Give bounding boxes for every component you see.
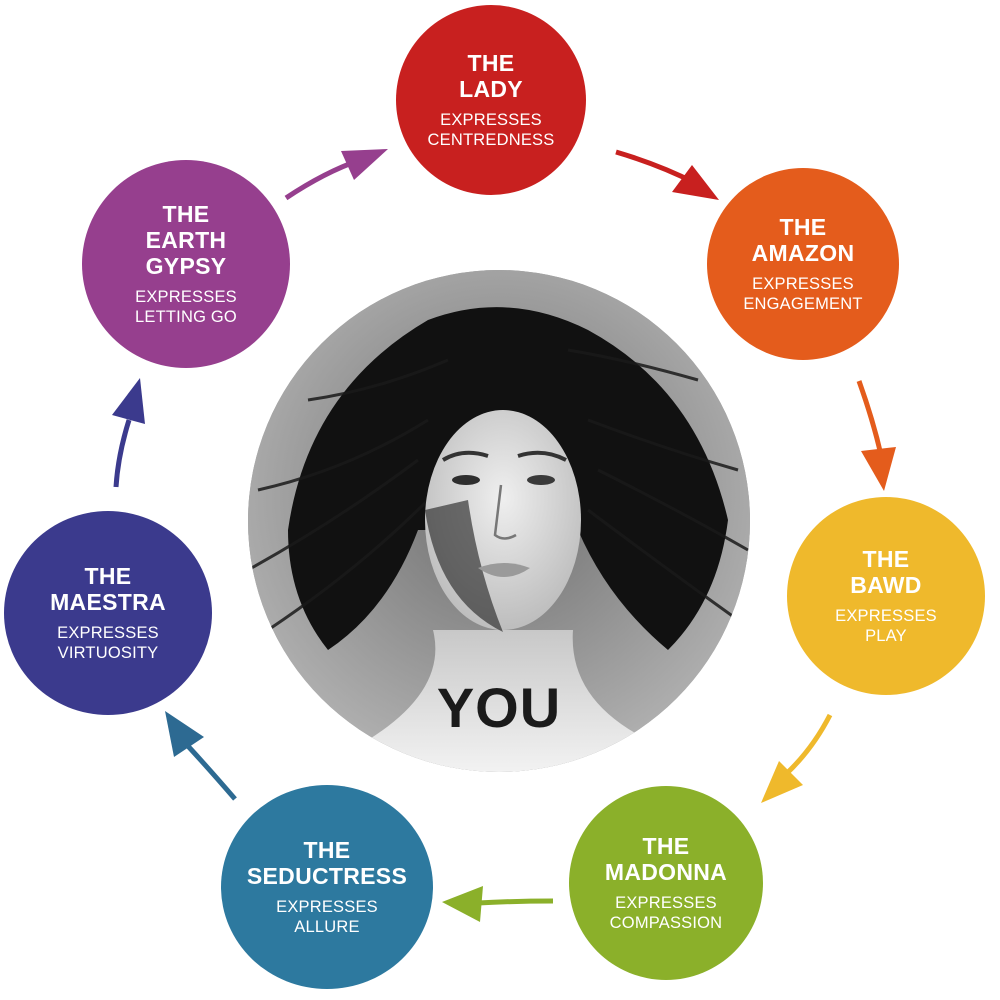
archetype-node-madonna: THE MADONNA EXPRESSES COMPASSION — [569, 786, 763, 980]
you-portrait: YOU — [248, 270, 750, 772]
description-verb: EXPRESSES — [835, 607, 937, 625]
description-quality: ALLURE — [294, 918, 360, 936]
title-line: BAWD — [850, 572, 922, 598]
description-quality: PLAY — [865, 627, 907, 645]
archetype-description: EXPRESSES PLAY — [835, 606, 937, 646]
title-line: MADONNA — [604, 859, 728, 885]
description-verb: EXPRESSES — [752, 275, 854, 293]
archetype-description: EXPRESSES VIRTUOSITY — [57, 623, 159, 663]
description-quality: CENTREDNESS — [427, 131, 555, 149]
arrow-madonna-to-seductress — [442, 886, 554, 922]
title-line: SEDUCTRESS — [246, 863, 408, 889]
archetype-node-lady: THE LADY EXPRESSES CENTREDNESS — [396, 5, 586, 195]
arrow-lady-to-amazon — [615, 149, 719, 200]
archetype-description: EXPRESSES ALLURE — [276, 897, 378, 937]
description-verb: EXPRESSES — [615, 894, 717, 912]
title-line: THE — [303, 837, 351, 863]
description-verb: EXPRESSES — [57, 624, 159, 642]
archetype-description: EXPRESSES COMPASSION — [610, 893, 723, 933]
description-verb: EXPRESSES — [276, 898, 378, 916]
title-line: THE — [467, 50, 515, 76]
arrow-bawd-to-madonna — [761, 713, 833, 803]
archetype-title: THE SEDUCTRESS — [247, 837, 407, 889]
description-verb: EXPRESSES — [135, 288, 237, 306]
archetype-title: THE MADONNA — [605, 833, 727, 885]
you-label: YOU — [436, 676, 562, 739]
description-verb: EXPRESSES — [440, 111, 542, 129]
title-line: THE — [162, 201, 210, 227]
archetype-title: THE MAESTRA — [50, 563, 166, 615]
description-quality: COMPASSION — [609, 914, 723, 932]
arrow-maestra-to-earth-gypsy — [112, 378, 145, 488]
description-quality: LETTING GO — [135, 308, 237, 326]
archetype-node-amazon: THE AMAZON EXPRESSES ENGAGEMENT — [707, 168, 899, 360]
archetype-node-earth-gypsy: THE EARTH GYPSY EXPRESSES LETTING GO — [82, 160, 290, 368]
archetype-description: EXPRESSES LETTING GO — [135, 287, 237, 327]
description-quality: VIRTUOSITY — [57, 644, 159, 662]
archetype-description: EXPRESSES CENTREDNESS — [428, 110, 555, 150]
archetype-title: THE LADY — [459, 50, 523, 102]
archetype-title: THE EARTH GYPSY — [146, 201, 227, 279]
archetype-node-maestra: THE MAESTRA EXPRESSES VIRTUOSITY — [4, 511, 212, 715]
title-line: THE — [779, 214, 827, 240]
arrow-seductress-to-maestra — [165, 711, 237, 801]
title-line: THE — [862, 546, 910, 572]
title-line: EARTH — [145, 227, 227, 253]
archetype-description: EXPRESSES ENGAGEMENT — [743, 274, 862, 314]
description-quality: ENGAGEMENT — [743, 295, 863, 313]
title-line: MAESTRA — [50, 589, 166, 615]
archetype-node-bawd: THE BAWD EXPRESSES PLAY — [787, 497, 985, 695]
title-line: THE — [84, 563, 132, 589]
archetype-title: THE AMAZON — [752, 214, 855, 266]
title-line: AMAZON — [751, 240, 855, 266]
arrow-amazon-to-bawd — [856, 380, 896, 491]
title-line: THE — [642, 833, 690, 859]
archetype-node-seductress: THE SEDUCTRESS EXPRESSES ALLURE — [221, 785, 433, 989]
arrow-earth-gypsy-to-lady — [284, 149, 388, 201]
archetype-title: THE BAWD — [850, 546, 921, 598]
title-line: GYPSY — [145, 253, 227, 279]
title-line: LADY — [459, 76, 523, 102]
portrait-photo — [248, 270, 750, 772]
